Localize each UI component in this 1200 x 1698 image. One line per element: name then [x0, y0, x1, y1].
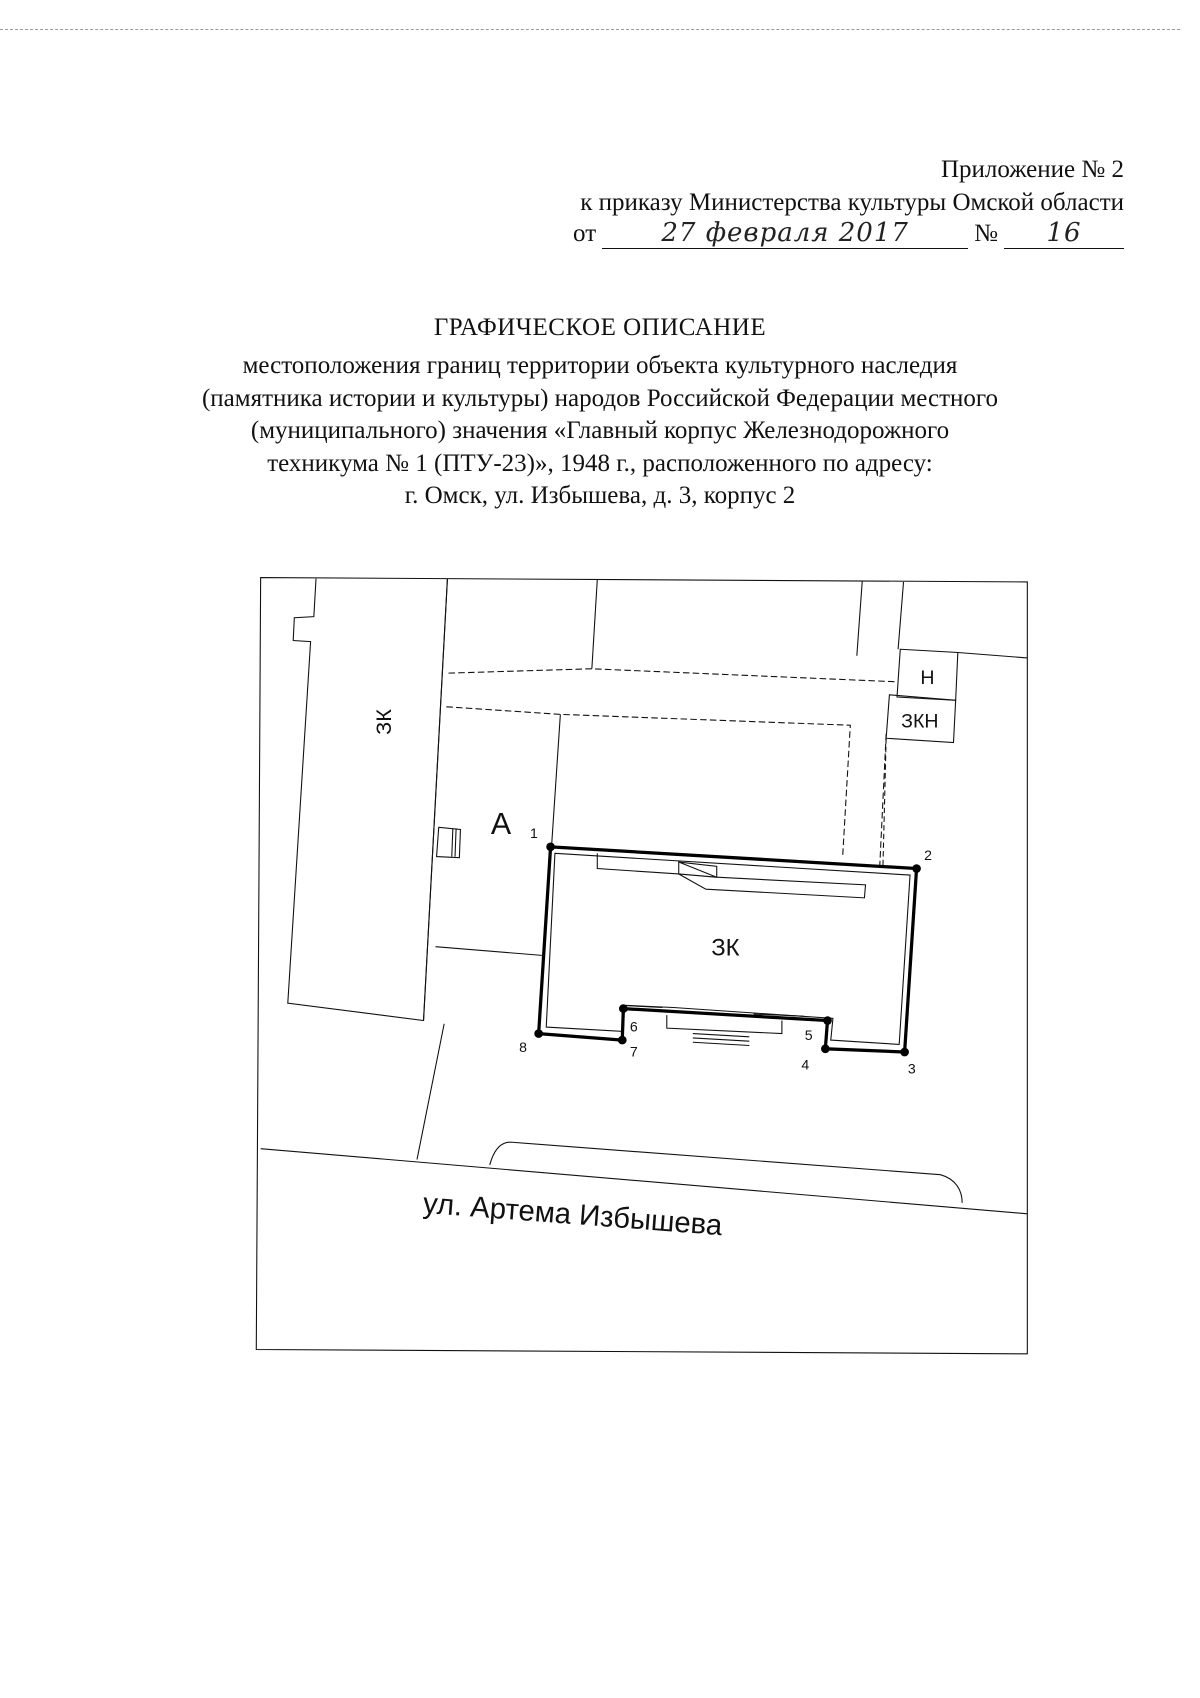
parcel-line	[416, 1023, 445, 1160]
point-a-label: А	[491, 807, 512, 841]
document-title: ГРАФИЧЕСКОЕ ОПИСАНИЕ	[433, 314, 767, 341]
point-label-8: 8	[519, 1039, 527, 1055]
boundary-point-2	[912, 864, 921, 873]
dashed-line	[446, 706, 851, 856]
point-label-7: 7	[630, 1043, 638, 1059]
point-label-1: 1	[530, 825, 538, 841]
appendix-order-line: к приказу Министерства культуры Омской о…	[580, 189, 1124, 216]
point-label-5: 5	[805, 1027, 813, 1043]
box-n-label: Н	[920, 667, 934, 689]
point-label-6: 6	[630, 1018, 638, 1034]
parcel-line	[435, 946, 542, 956]
appendix-title: Приложение № 2	[940, 156, 1124, 183]
number-prefix: №	[974, 220, 998, 247]
date-prefix: от	[573, 220, 597, 247]
map-linework	[255, 577, 1028, 1355]
point-label-3: 3	[908, 1061, 916, 1077]
main-parcel-label: ЗК	[711, 934, 739, 961]
parcel-line	[897, 581, 905, 650]
left-parcel-label: ЗК	[371, 709, 396, 735]
street-label: ул. Артема Избышева	[422, 1187, 724, 1242]
scan-edge-line	[0, 29, 1180, 30]
point-label-2: 2	[924, 847, 932, 863]
steps-lines	[451, 828, 457, 857]
description-line: местоположения границ территории объекта…	[242, 352, 958, 379]
left-parcel-outline	[287, 578, 448, 1022]
south-porch	[666, 1015, 783, 1035]
south-ledge	[621, 1004, 804, 1017]
boundary-point-8	[534, 1029, 543, 1038]
appendix-date-line: от 27 февраля 2017 № 16	[573, 218, 1124, 249]
description-line: (памятника истории и культуры) народов Р…	[201, 384, 999, 412]
parcel-line	[957, 651, 1028, 659]
boundary-point-6	[619, 1004, 628, 1013]
boundary-point-1	[546, 842, 555, 852]
north-entrance	[678, 861, 718, 878]
dashed-line	[879, 733, 887, 869]
steps-outline	[435, 826, 462, 859]
boundary-point-3	[900, 1047, 909, 1057]
boundary-point-4	[820, 1044, 830, 1054]
description-line: техникума № 1 (ПТУ-23)», 1948 г., распол…	[267, 449, 933, 477]
parcel-line	[856, 580, 863, 656]
handwritten-number: 16	[1004, 218, 1124, 249]
handwritten-date: 27 февраля 2017	[602, 218, 969, 249]
box-zkn-label: ЗКН	[901, 710, 938, 732]
territory-boundary	[534, 842, 921, 1057]
box-zkn	[885, 694, 957, 744]
street-edge-line	[260, 1148, 1028, 1215]
point-label-4: 4	[801, 1056, 809, 1072]
description-line: г. Омск, ул. Избышева, д. 3, корпус 2	[404, 482, 796, 509]
boundary-point-5	[823, 1016, 832, 1025]
description-line: (муниципального) значения «Главный корпу…	[250, 417, 950, 444]
parcel-line	[551, 714, 561, 845]
south-steps	[692, 1033, 750, 1047]
dashed-line	[448, 668, 898, 683]
dashed-line	[882, 738, 887, 869]
document-description: местоположения границ территории объекта…	[0, 350, 1200, 513]
building-porch-north	[596, 853, 867, 899]
parcel-line	[422, 578, 448, 1021]
map-frame	[255, 577, 1028, 1355]
parcel-line	[591, 579, 598, 669]
driveway-curve	[489, 1141, 963, 1203]
building-outline	[545, 852, 911, 1045]
boundary-point-7	[617, 1035, 627, 1045]
